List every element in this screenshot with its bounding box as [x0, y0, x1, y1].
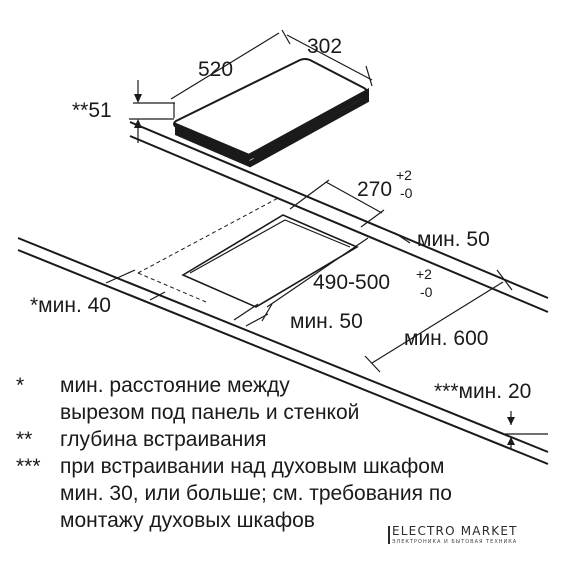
label-302: 302: [307, 35, 342, 58]
label-490-tol-plus: +2: [416, 266, 432, 282]
label-min-50-side: мин. 50: [290, 310, 363, 333]
label-270: 270: [357, 178, 392, 201]
cutout-outline: [181, 214, 359, 308]
footnote-line: вырезом под панель и стенкой: [60, 401, 360, 424]
footnote-line: монтажу духовых шкафов: [60, 509, 315, 532]
logo-bar: [388, 526, 390, 544]
electro-market-watermark: ELECTRO MARKET ЭЛЕКТРОНИКА И БЫТОВАЯ ТЕХ…: [388, 524, 520, 564]
label-520: 520: [198, 58, 233, 81]
footnote-line: глубина встраивания: [60, 428, 267, 451]
label-min-600: мин. 600: [404, 327, 488, 350]
label-min-20: ***мин. 20: [434, 380, 531, 403]
hob-drawing: [170, 29, 373, 168]
label-490-tol-minus: -0: [420, 284, 433, 300]
footnote-2: ** глубина встраивания: [16, 426, 561, 453]
footnote-1: * мин. расстояние между вырезом под пане…: [16, 372, 561, 426]
worktop-back-edge: [129, 121, 549, 299]
footnote-line: мин. расстояние между: [60, 374, 290, 397]
label-min-40: *мин. 40: [30, 294, 111, 317]
dim-line-600: [371, 281, 504, 364]
dim-line-490: [266, 237, 369, 308]
label-490: 490-500: [313, 271, 390, 294]
logo-brand: ELECTRO MARKET: [392, 524, 518, 538]
footnotes: * мин. расстояние между вырезом под пане…: [16, 372, 561, 534]
dim-line-270: [289, 179, 330, 210]
label-51: **51: [72, 99, 112, 122]
label-min-50-back: мин. 50: [417, 228, 490, 251]
footnote-line: мин. 30, или больше; см. требования по: [60, 482, 452, 505]
depth-marker: [129, 80, 175, 143]
footnote-3: *** при встраивании над духовым шкафом м…: [16, 453, 561, 534]
worktop-front-edge: [17, 237, 549, 453]
label-270-tol-minus: -0: [400, 185, 413, 201]
footnote-mark: *: [16, 374, 25, 397]
hob-edge: [175, 87, 369, 168]
label-270-tol-plus: +2: [396, 167, 412, 183]
dim-line-302: [286, 34, 373, 81]
footnote-mark: **: [16, 428, 33, 451]
footnote-mark: ***: [16, 455, 41, 478]
dim-line-520: [170, 32, 280, 100]
logo-tagline: ЭЛЕКТРОНИКА И БЫТОВАЯ ТЕХНИКА: [392, 539, 518, 545]
footnote-line: при встраивании над духовым шкафом: [60, 455, 445, 478]
worktop-drawing: [17, 121, 549, 465]
